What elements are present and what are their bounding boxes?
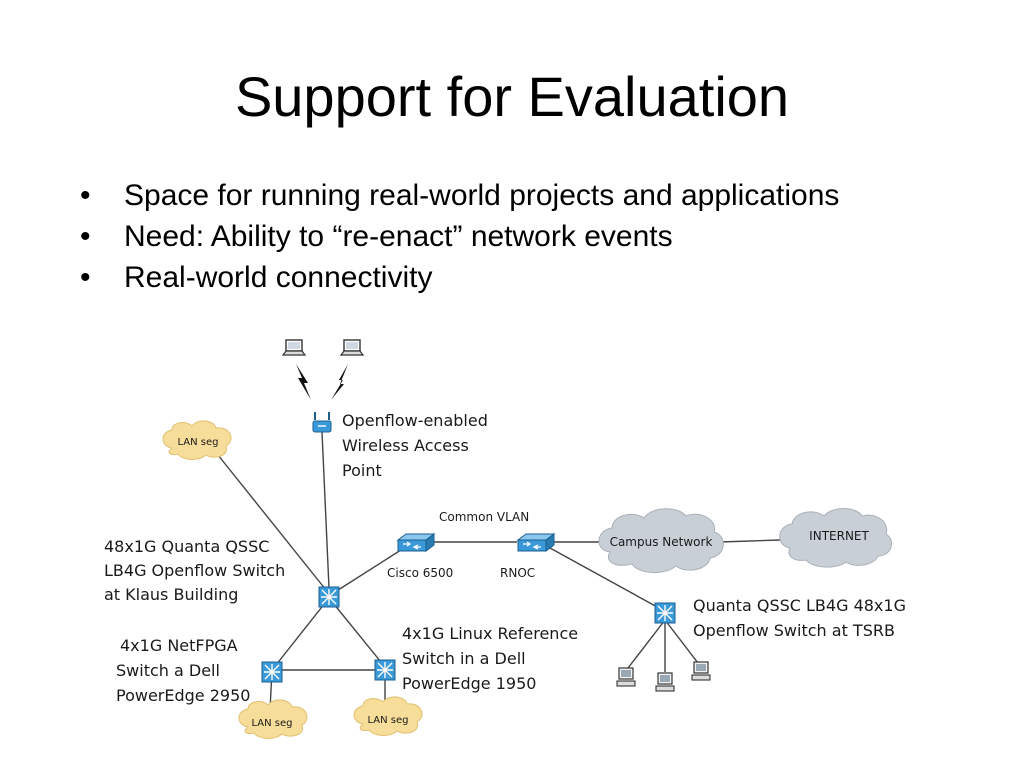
klaus-openflow-switch-icon (318, 586, 340, 608)
tsrb-switch-label: Quanta QSSC LB4G 48x1G Openflow Switch a… (693, 596, 911, 640)
linux-switch-icon (374, 659, 396, 681)
rnoc-router-icon (517, 533, 555, 552)
internet-cloud: INTERNET (779, 508, 893, 568)
svg-text:LAN seg: LAN seg (251, 718, 292, 729)
slide-title: Support for Evaluation (234, 65, 790, 128)
bullet-text: Space for running real-world projects an… (124, 179, 840, 212)
lightning-bolt-icon (331, 364, 348, 400)
bullet-item: • Need: Ability to “re-enact” network ev… (74, 216, 839, 257)
lan-seg-cloud: LAN seg (353, 696, 423, 736)
rnoc-router-label: RNOC (500, 566, 535, 580)
desktop-computer-icon (691, 661, 711, 681)
bullet-list: • Space for running real-world projects … (74, 175, 839, 298)
svg-text:LAN seg: LAN seg (177, 437, 218, 448)
wireless-ap-label: Openflow-enabled Wireless Access Point (342, 411, 493, 480)
laptop-icon (340, 339, 364, 356)
linux-switch-label: 4x1G Linux Reference Switch in a Dell Po… (402, 624, 583, 693)
lightning-bolt-icon (296, 364, 311, 400)
desktop-computer-icon (655, 672, 675, 692)
bullet-item: • Real-world connectivity (74, 257, 839, 298)
lan-seg-cloud: LAN seg (238, 699, 308, 739)
lan-seg-cloud: LAN seg (162, 420, 232, 460)
bullet-dot: • (80, 220, 91, 253)
cisco-router-label: Cisco 6500 (387, 566, 453, 580)
desktop-computer-icon (616, 667, 636, 687)
wireless-access-point-icon (312, 412, 332, 433)
bullet-text: Real-world connectivity (124, 261, 433, 294)
svg-text:Campus Network: Campus Network (610, 535, 713, 549)
bullet-text: Need: Ability to “re-enact” network even… (124, 220, 673, 253)
svg-text:LAN seg: LAN seg (367, 715, 408, 726)
campus-network-cloud: Campus Network (598, 508, 724, 573)
svg-text:INTERNET: INTERNET (809, 529, 869, 543)
common-vlan-label: Common VLAN (439, 510, 529, 524)
bullet-dot: • (80, 261, 91, 294)
klaus-switch-label: 48x1G Quanta QSSC LB4G Openflow Switch a… (104, 537, 290, 604)
bullet-dot: • (80, 179, 91, 212)
netfpga-switch-icon (261, 661, 283, 683)
cisco-router-icon (397, 533, 435, 552)
links (217, 431, 781, 711)
laptop-icon (282, 339, 306, 356)
tsrb-openflow-switch-icon (654, 602, 676, 624)
bullet-item: • Space for running real-world projects … (74, 175, 839, 216)
netfpga-switch-label: 4x1G NetFPGA Switch a Dell PowerEdge 295… (116, 636, 250, 705)
